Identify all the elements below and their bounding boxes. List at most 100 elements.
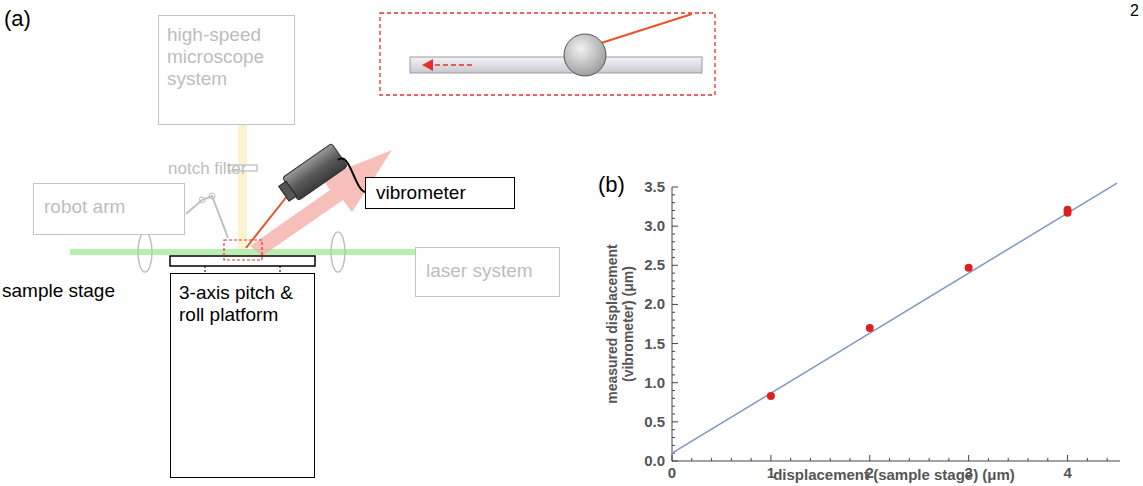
tick bbox=[929, 458, 930, 461]
panel-label: (b) bbox=[598, 172, 625, 197]
tick bbox=[672, 202, 675, 203]
tick bbox=[672, 226, 678, 227]
tick bbox=[672, 406, 675, 407]
tick bbox=[672, 265, 678, 266]
probe-laser bbox=[598, 14, 692, 44]
tick bbox=[672, 437, 675, 438]
tick-label: 2.0 bbox=[644, 296, 665, 313]
tick bbox=[672, 187, 678, 188]
tick bbox=[672, 320, 675, 321]
tick bbox=[672, 429, 675, 430]
tick-label: 1.5 bbox=[644, 335, 665, 352]
tick bbox=[770, 455, 771, 461]
x-axis bbox=[672, 461, 1120, 462]
part-label: sample stage bbox=[2, 280, 115, 302]
tick bbox=[1107, 458, 1108, 461]
data-point bbox=[767, 392, 775, 400]
tick bbox=[672, 359, 675, 360]
box-label: vibrometer bbox=[376, 182, 504, 204]
lens bbox=[138, 232, 152, 272]
tick-label: 0 bbox=[668, 464, 676, 481]
tick bbox=[672, 194, 675, 195]
tick bbox=[672, 233, 675, 234]
tick bbox=[672, 382, 678, 383]
part-label: notch filter bbox=[168, 159, 246, 179]
tick bbox=[1067, 455, 1068, 461]
tick bbox=[672, 351, 675, 352]
box-label: robot arm bbox=[44, 196, 174, 218]
light-beam bbox=[238, 125, 247, 250]
tick bbox=[691, 458, 692, 461]
lens bbox=[331, 232, 345, 272]
tick bbox=[672, 343, 678, 344]
component-box: robot arm bbox=[33, 183, 185, 235]
tick bbox=[672, 257, 675, 258]
tick bbox=[672, 335, 675, 336]
tick bbox=[909, 458, 910, 461]
tick bbox=[672, 241, 675, 242]
probe-laser bbox=[246, 190, 292, 248]
panel-label: (a) bbox=[4, 6, 31, 31]
tick bbox=[672, 461, 678, 462]
tick-label: 4 bbox=[1063, 464, 1071, 481]
data-point bbox=[1064, 206, 1072, 214]
tick bbox=[672, 421, 678, 422]
tick bbox=[672, 455, 673, 461]
tick-label: 0.5 bbox=[644, 413, 665, 430]
motion-arrowhead bbox=[422, 59, 433, 71]
tick bbox=[948, 458, 949, 461]
joint bbox=[199, 197, 205, 203]
box-label: high-speed microscope system bbox=[167, 24, 286, 90]
joint bbox=[209, 193, 215, 199]
vibrometer-head bbox=[276, 143, 348, 205]
tick bbox=[751, 458, 752, 461]
motion-arrow bbox=[430, 64, 472, 66]
component-box: laser system bbox=[415, 247, 560, 297]
tick bbox=[968, 455, 969, 461]
page-number: 2 bbox=[1130, 2, 1139, 20]
tick bbox=[672, 445, 675, 446]
mount bbox=[205, 266, 206, 273]
component-box: vibrometer bbox=[365, 177, 515, 209]
tick bbox=[988, 458, 989, 461]
data-point bbox=[866, 324, 874, 332]
box-label: 3-axis pitch & roll platform bbox=[179, 282, 306, 326]
tick bbox=[790, 458, 791, 461]
tick bbox=[1047, 458, 1048, 461]
tick bbox=[672, 327, 675, 328]
sample-plate bbox=[170, 256, 315, 266]
data-point bbox=[965, 264, 973, 272]
inset-frame bbox=[380, 13, 715, 95]
tick bbox=[672, 414, 675, 415]
component-box: high-speed microscope system bbox=[158, 15, 295, 125]
y-axis bbox=[672, 187, 673, 461]
tick-label: 1.0 bbox=[644, 374, 665, 391]
tick bbox=[672, 210, 675, 211]
tick bbox=[672, 218, 675, 219]
substrate bbox=[410, 57, 702, 73]
tick-label: 0.0 bbox=[644, 452, 665, 469]
tick bbox=[672, 296, 675, 297]
tick bbox=[1087, 458, 1088, 461]
laser-beam bbox=[70, 249, 415, 255]
tick bbox=[889, 458, 890, 461]
box-label: laser system bbox=[426, 260, 549, 282]
tick bbox=[830, 458, 831, 461]
tick bbox=[672, 374, 675, 375]
tick bbox=[672, 390, 675, 391]
axis-title: displacement (sample stage) (μm) bbox=[773, 466, 1015, 483]
axis-title: measured displacement (vibrometer) (μm) bbox=[604, 224, 636, 424]
tick bbox=[672, 304, 678, 305]
tick bbox=[672, 280, 675, 281]
tick bbox=[672, 249, 675, 250]
tick-label: 3.5 bbox=[644, 178, 665, 195]
fit-line bbox=[672, 183, 1117, 453]
zoom-region bbox=[224, 240, 262, 260]
mount bbox=[280, 266, 281, 273]
tick bbox=[1008, 458, 1009, 461]
tick bbox=[672, 273, 675, 274]
component-box: 3-axis pitch & roll platform bbox=[170, 273, 315, 478]
tick bbox=[672, 312, 675, 313]
tick bbox=[672, 288, 675, 289]
